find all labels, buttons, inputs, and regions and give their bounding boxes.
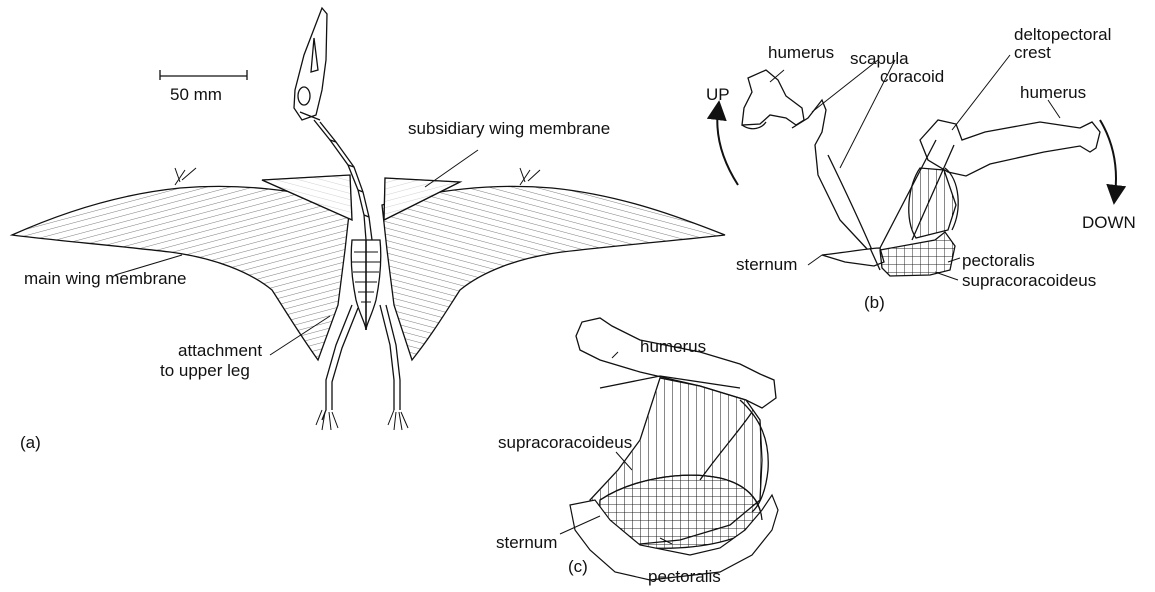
label-down: DOWN bbox=[1082, 214, 1136, 231]
label-humerus-raised: humerus bbox=[768, 44, 834, 61]
label-attachment-line2: to upper leg bbox=[160, 362, 250, 379]
right-wing bbox=[382, 168, 725, 360]
left-wing bbox=[12, 168, 352, 360]
label-scapula: scapula bbox=[850, 50, 909, 67]
label-main-wing-membrane: main wing membrane bbox=[24, 270, 187, 287]
panel-tag-b: (b) bbox=[864, 294, 885, 311]
label-deltopectoral-line1: deltopectoral bbox=[1014, 26, 1111, 43]
label-sternum-b: sternum bbox=[736, 256, 797, 273]
pterosaur-illustration bbox=[12, 8, 725, 430]
torso bbox=[351, 240, 381, 330]
label-pectoralis-b: pectoralis bbox=[962, 252, 1035, 269]
skull bbox=[294, 8, 327, 120]
scale-bar-label: 50 mm bbox=[170, 86, 222, 103]
label-up: UP bbox=[706, 86, 730, 103]
label-coracoid: coracoid bbox=[880, 68, 944, 85]
label-pectoralis-c: pectoralis bbox=[648, 568, 721, 585]
label-subsidiary-wing-membrane: subsidiary wing membrane bbox=[408, 120, 610, 137]
panel-tag-a: (a) bbox=[20, 434, 41, 451]
label-supracoracoideus-b: supracoracoideus bbox=[962, 272, 1096, 289]
label-deltopectoral-line2: crest bbox=[1014, 44, 1051, 61]
panel-tag-c: (c) bbox=[568, 558, 588, 575]
label-humerus-c: humerus bbox=[640, 338, 706, 355]
scale-bar bbox=[160, 70, 247, 80]
label-supracoracoideus-c: supracoracoideus bbox=[498, 434, 632, 451]
label-attachment-line1: attachment bbox=[178, 342, 262, 359]
label-sternum-c: sternum bbox=[496, 534, 557, 551]
label-humerus-lowered: humerus bbox=[1020, 84, 1086, 101]
